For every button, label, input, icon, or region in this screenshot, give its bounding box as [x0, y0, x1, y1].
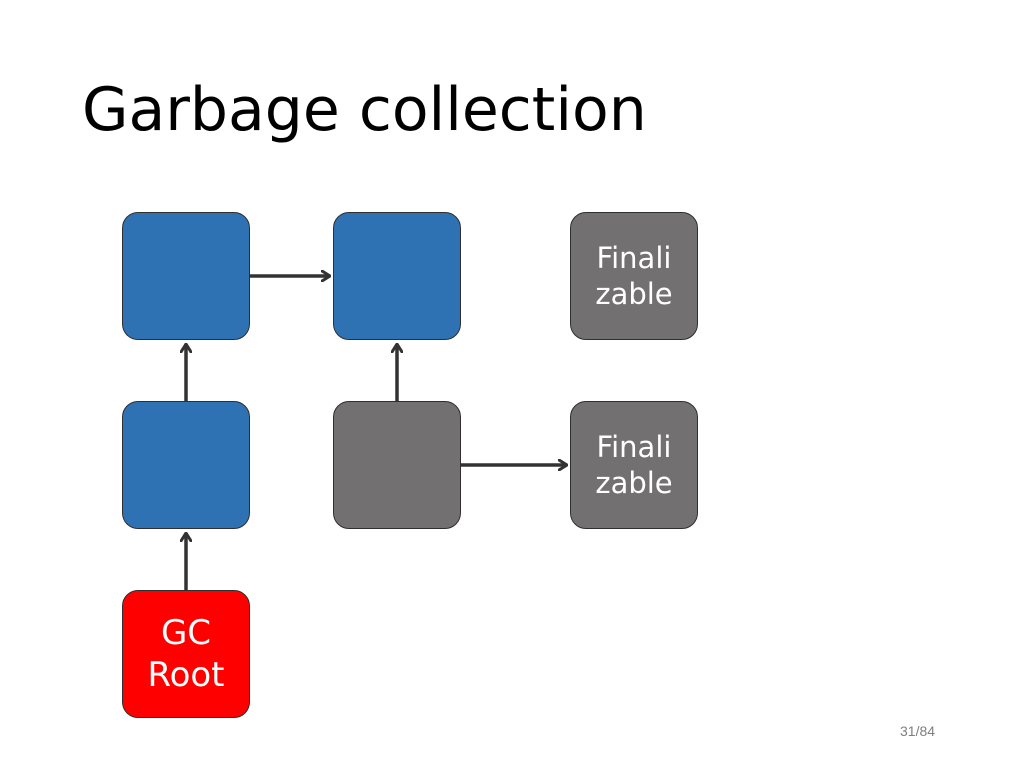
- page-number: 31/84: [900, 723, 936, 739]
- finalizable-node-2: Finali zable: [570, 401, 698, 529]
- slide-title: Garbage collection: [82, 75, 647, 145]
- gc-root-node: GC Root: [122, 590, 250, 718]
- object-node-c: [122, 401, 250, 529]
- object-node-a: [122, 212, 250, 340]
- finalizable-node-1: Finali zable: [570, 212, 698, 340]
- object-node-b: [333, 212, 461, 340]
- object-node-d: [333, 401, 461, 529]
